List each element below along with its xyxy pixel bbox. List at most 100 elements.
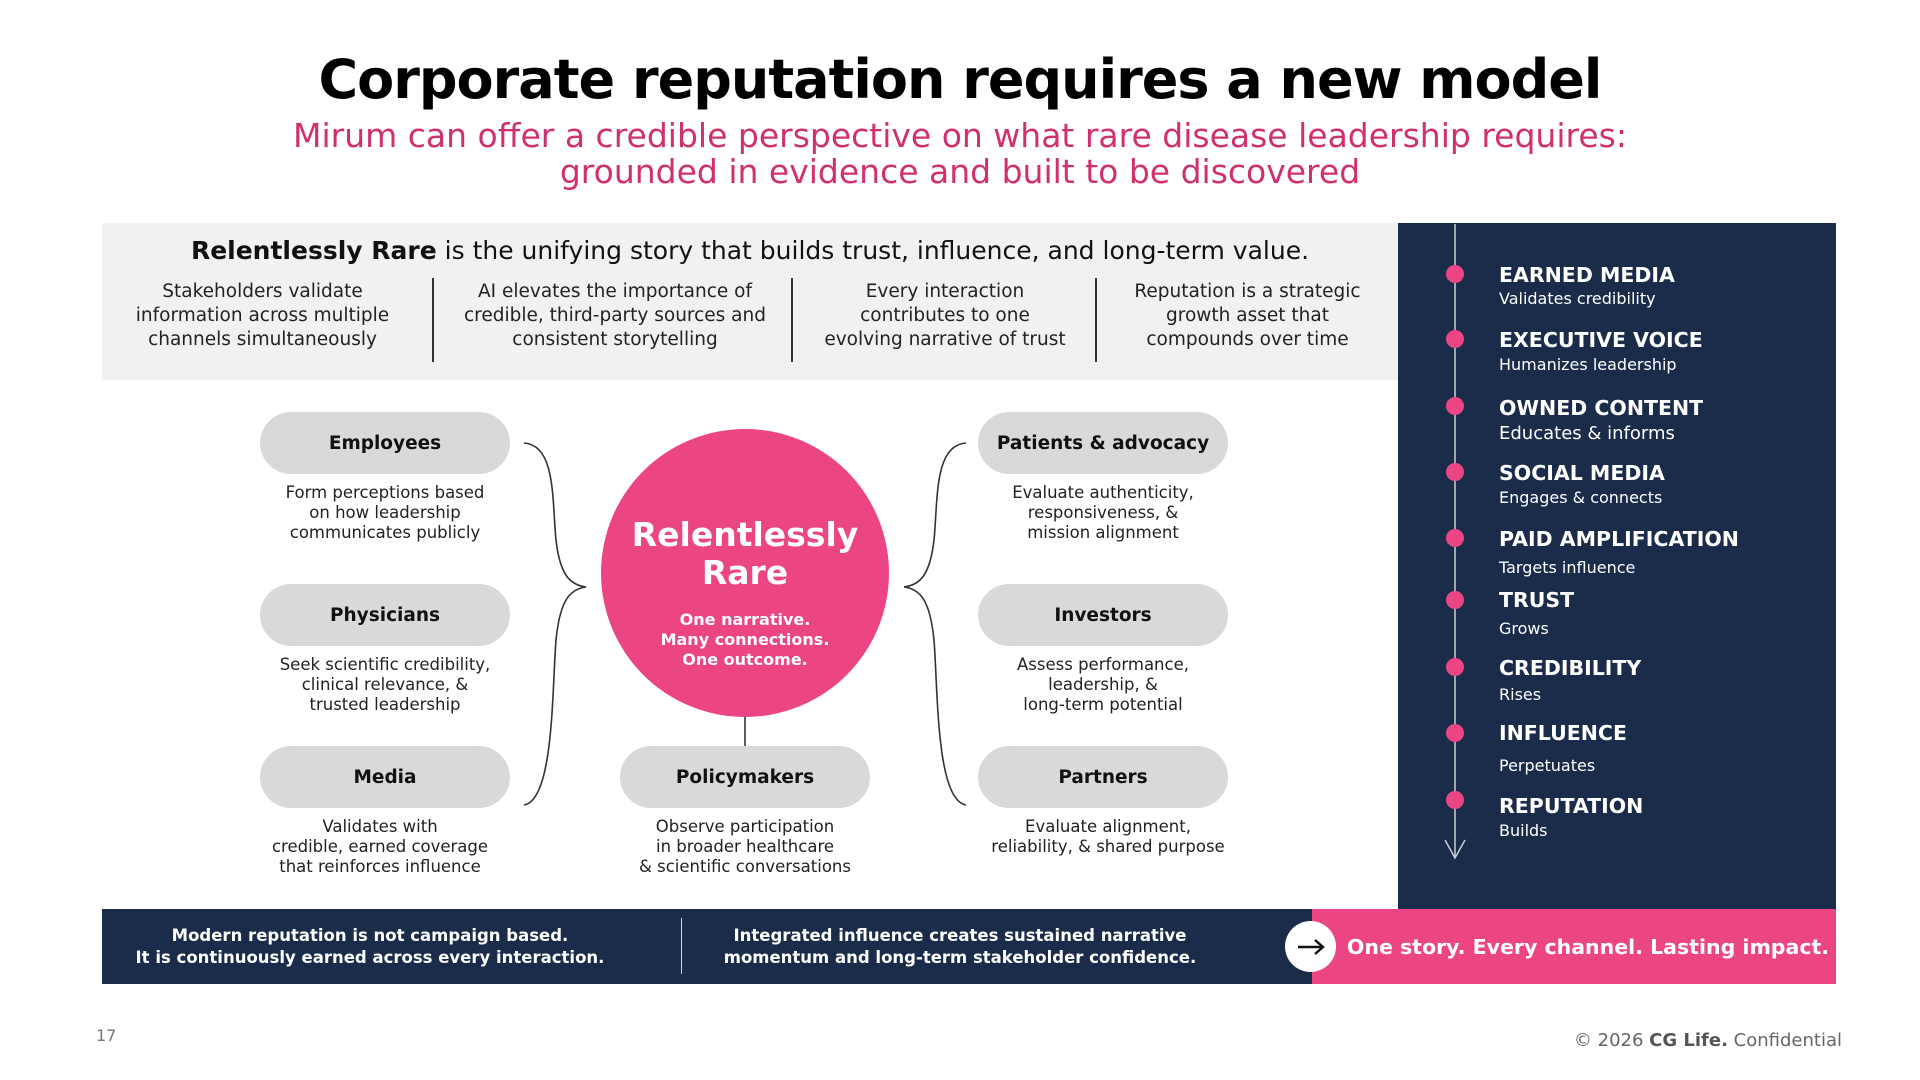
timeline-dot [1446, 265, 1464, 283]
desc-line: in broader healthcare [655, 837, 835, 856]
pillar-line: credible, third-party sources and [463, 305, 766, 326]
footer-year: © 2026 [1573, 1030, 1644, 1051]
pillar-line: channels simultaneously [148, 329, 377, 350]
top-band [102, 223, 1398, 380]
bottom-bar [102, 909, 1312, 984]
pathway-executive-voice: EXECUTIVE VOICE [1499, 328, 1703, 352]
arrow-right-icon [1297, 938, 1325, 955]
pathway-earned-media: EARNED MEDIA [1499, 263, 1675, 287]
stakeholder-media: Media [260, 746, 510, 808]
bottom-message-left: Modern reputation is not campaign based.… [110, 925, 630, 969]
bottom-line: momentum and long-term stakeholder confi… [723, 948, 1197, 967]
desc-line: Seek scientific credibility, [279, 655, 491, 674]
pathway-reputation-sub: Builds [1499, 821, 1548, 840]
desc-line: long-term potential [1023, 695, 1183, 714]
hub-tagline-line: Many connections. [660, 630, 830, 649]
pillar-line: contributes to one [860, 305, 1030, 326]
stakeholder-policymakers: Policymakers [620, 746, 870, 808]
stakeholder-employees: Employees [260, 412, 510, 474]
stakeholder-physicians: Physicians [260, 584, 510, 646]
timeline-dot [1446, 529, 1464, 547]
hub-title-line: Relentlessly [631, 515, 859, 554]
desc-line: leadership, & [1048, 675, 1158, 694]
page-subtitle: Mirum can offer a credible perspective o… [210, 118, 1710, 190]
stakeholder-investors: Investors [978, 584, 1228, 646]
pathway-paid-amplification-sub: Targets influence [1499, 558, 1636, 577]
desc-line: Validates with [322, 817, 438, 836]
headline-rest: is the unifying story that builds trust,… [436, 236, 1310, 265]
bottom-line: It is continuously earned across every i… [135, 948, 605, 967]
stakeholder-patients-advocacy: Patients & advocacy [978, 412, 1228, 474]
pathway-owned-content: OWNED CONTENT [1499, 396, 1704, 420]
timeline-dot [1446, 724, 1464, 742]
desc-line: responsiveness, & [1027, 503, 1179, 522]
desc-line: Form perceptions based [285, 483, 485, 502]
stakeholder-media-desc: Validates with credible, earned coverage… [240, 817, 520, 877]
influence-pathway-panel [1398, 223, 1836, 909]
hub-tagline-line: One narrative. [679, 610, 811, 629]
bottom-cta-bar [1312, 909, 1836, 984]
pillar-reputation-asset: Reputation is a strategic growth asset t… [1115, 280, 1380, 352]
stakeholder-patients-advocacy-desc: Evaluate authenticity, responsiveness, &… [963, 483, 1243, 543]
stakeholder-employees-desc: Form perceptions based on how leadership… [245, 483, 525, 543]
timeline-dot [1446, 591, 1464, 609]
pathway-credibility: CREDIBILITY [1499, 656, 1642, 680]
desc-line: Evaluate alignment, [1025, 817, 1191, 836]
pathway-influence: INFLUENCE [1499, 721, 1627, 745]
desc-line: Evaluate authenticity, [1012, 483, 1194, 502]
pillar-line: growth asset that [1166, 305, 1329, 326]
pillar-line: Every interaction [865, 281, 1025, 302]
desc-line: trusted leadership [309, 695, 461, 714]
pillar-line: AI elevates the importance of [478, 281, 752, 302]
pathway-reputation: REPUTATION [1499, 794, 1644, 818]
pillar-divider [432, 278, 434, 362]
relentlessly-rare-hub [601, 429, 889, 717]
pillar-line: evolving narrative of trust [824, 329, 1066, 350]
timeline-dot [1446, 397, 1464, 415]
desc-line: communicates publicly [289, 523, 481, 542]
pathway-credibility-sub: Rises [1499, 685, 1542, 704]
pathway-paid-amplification: PAID AMPLIFICATION [1499, 527, 1739, 551]
desc-line: on how leadership [309, 503, 461, 522]
pillar-line: information across multiple [135, 305, 390, 326]
page-title: Corporate reputation requires a new mode… [318, 48, 1603, 111]
pillar-ai-elevates: AI elevates the importance of credible, … [455, 280, 775, 352]
timeline-dot [1446, 658, 1464, 676]
pillar-line: Stakeholders validate [162, 281, 363, 302]
pathway-owned-content-sub: Educates & informs [1499, 423, 1675, 444]
stakeholder-policymakers-desc: Observe participation in broader healthc… [605, 817, 885, 877]
bottom-line: Integrated influence creates sustained n… [733, 926, 1187, 945]
bottom-message-middle: Integrated influence creates sustained n… [700, 925, 1220, 969]
hub-title: Relentlessly Rare [601, 516, 889, 592]
pillar-line: compounds over time [1146, 329, 1349, 350]
subtitle-line-1: Mirum can offer a credible perspective o… [293, 116, 1627, 155]
pillar-every-interaction: Every interaction contributes to one evo… [810, 280, 1080, 352]
stakeholder-partners: Partners [978, 746, 1228, 808]
bottom-line: Modern reputation is not campaign based. [171, 926, 569, 945]
timeline-dot [1446, 463, 1464, 481]
headline-bold: Relentlessly Rare [190, 236, 437, 265]
desc-line: & scientific conversations [639, 857, 851, 876]
unifying-story-headline: Relentlessly Rare is the unifying story … [102, 236, 1398, 265]
footer-company: CG Life. [1649, 1030, 1728, 1051]
stakeholder-partners-desc: Evaluate alignment, reliability, & share… [958, 817, 1258, 857]
pillar-divider [791, 278, 793, 362]
hub-title-line: Rare [701, 553, 789, 592]
timeline-dot [1446, 330, 1464, 348]
arrow-down-icon [1444, 839, 1466, 860]
stakeholder-investors-desc: Assess performance, leadership, & long-t… [963, 655, 1243, 715]
footer-confidential: Confidential [1733, 1030, 1842, 1051]
desc-line: that reinforces influence [279, 857, 481, 876]
footer-copyright: © 2026 CG Life. Confidential [1574, 1030, 1842, 1051]
arrow-circle [1285, 921, 1336, 972]
pathway-earned-media-sub: Validates credibility [1499, 289, 1656, 308]
pathway-trust-sub: Grows [1499, 619, 1549, 638]
subtitle-line-2: grounded in evidence and built to be dis… [559, 152, 1361, 191]
desc-line: reliability, & shared purpose [991, 837, 1225, 856]
bottom-cta-text: One story. Every channel. Lasting impact… [1346, 935, 1830, 959]
desc-line: mission alignment [1027, 523, 1179, 542]
pathway-influence-sub: Perpetuates [1499, 756, 1596, 775]
hub-tagline-line: One outcome. [682, 650, 808, 669]
pathway-social-media: SOCIAL MEDIA [1499, 461, 1665, 485]
pathway-executive-voice-sub: Humanizes leadership [1499, 355, 1677, 374]
